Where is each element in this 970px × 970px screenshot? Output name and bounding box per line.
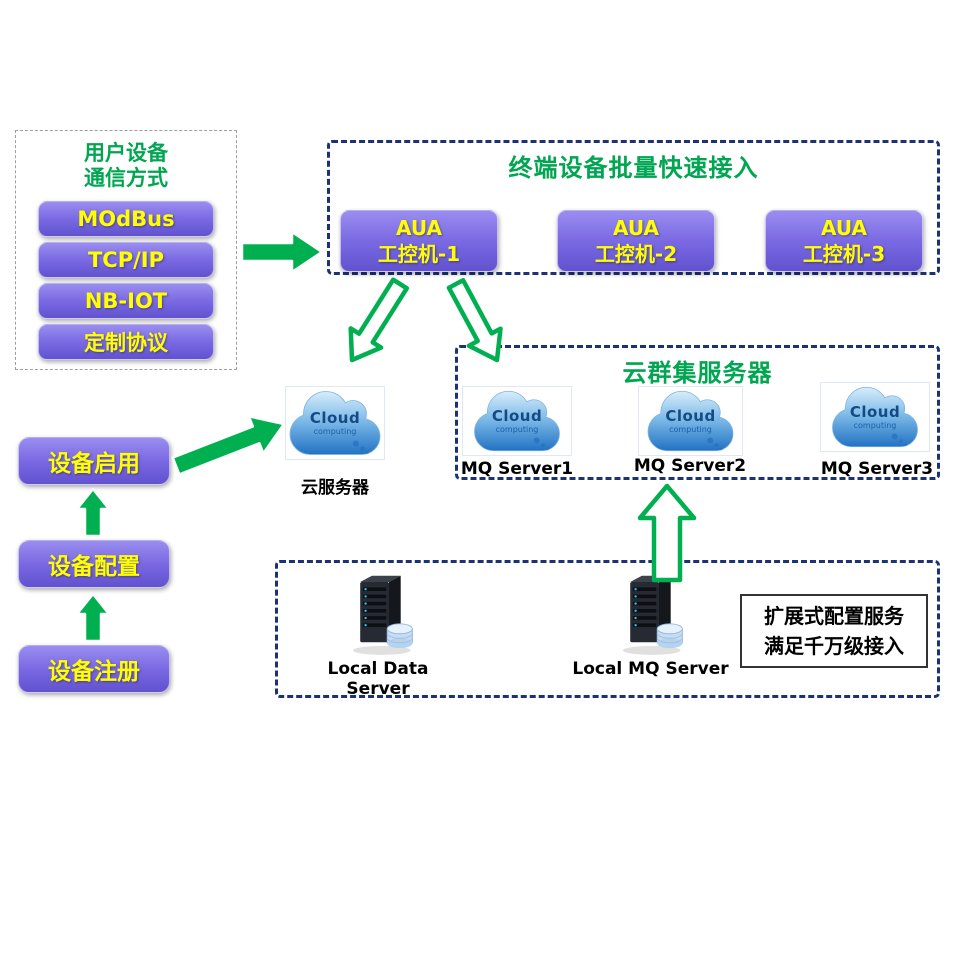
cloud-server-label: 云服务器 bbox=[301, 478, 369, 498]
scalability-note-line2: 满足千万级接入 bbox=[764, 634, 904, 658]
cloud-icon-subtitle: computing bbox=[853, 421, 897, 431]
cloud-icon-text: Cloud computing bbox=[821, 403, 929, 430]
database-cylinder-icon bbox=[386, 623, 413, 649]
comm-panel-title: 用户设备 通信方式 bbox=[84, 141, 168, 191]
cloud-icon-subtitle: computing bbox=[669, 425, 712, 435]
cloud-icon bbox=[832, 386, 918, 448]
aua-node-2-line2: 工控机-2 bbox=[594, 242, 678, 266]
device-register-node: 设备注册 bbox=[18, 645, 170, 693]
cloud-icon bbox=[647, 390, 734, 452]
local-panel bbox=[275, 560, 940, 698]
cloud-icon bbox=[289, 391, 381, 455]
aua-node-3-line2: 工控机-3 bbox=[802, 242, 886, 266]
cloud-icon-subtitle: computing bbox=[495, 425, 539, 435]
terminal-panel-title: 终端设备批量快速接入 bbox=[508, 154, 759, 182]
aua-node-1-line1: AUA bbox=[396, 216, 442, 240]
cloud-icon-title: Cloud bbox=[665, 407, 716, 426]
local-data-server-node bbox=[335, 572, 425, 664]
arrow-register-to-config bbox=[75, 592, 111, 643]
cloud-icon-text: Cloud computing bbox=[639, 407, 742, 434]
server-tower-icon bbox=[623, 575, 683, 655]
aua-node-3: AUA 工控机-3 bbox=[765, 210, 923, 272]
cloud-server-node: Cloud computing bbox=[285, 386, 385, 460]
comm-panel: 用户设备 通信方式 MOdBus TCP/IP NB-IOT 定制协议 bbox=[15, 130, 237, 370]
device-enable-node: 设备启用 bbox=[18, 437, 170, 485]
arrow-comm-to-terminal bbox=[240, 230, 324, 274]
server-tower-icon bbox=[353, 575, 413, 655]
mq-server-3-node: Cloud computing bbox=[820, 382, 930, 452]
aua-node-3-line1: AUA bbox=[821, 216, 867, 240]
aua-node-2-line1: AUA bbox=[613, 216, 659, 240]
terminal-panel: 终端设备批量快速接入 bbox=[327, 140, 940, 275]
cluster-panel-title: 云群集服务器 bbox=[622, 359, 773, 387]
comm-item-tcpip: TCP/IP bbox=[38, 242, 214, 279]
cluster-panel: 云群集服务器 bbox=[455, 345, 940, 480]
local-mq-server-label: Local MQ Server bbox=[572, 659, 729, 679]
local-mq-server-node bbox=[605, 572, 695, 664]
cloud-icon-text: Cloud computing bbox=[463, 407, 571, 434]
arrow-config-to-enable bbox=[75, 487, 111, 538]
cloud-icon-text: Cloud computing bbox=[286, 409, 384, 436]
arrow-enable-to-cloud-server bbox=[171, 415, 286, 476]
mq-server-2-node: Cloud computing bbox=[638, 386, 743, 456]
mq-server-2-label: MQ Server2 bbox=[633, 456, 747, 476]
comm-item-modbus: MOdBus bbox=[38, 201, 214, 238]
comm-item-nbiot: NB-IOT bbox=[38, 283, 214, 320]
scalability-note: 扩展式配置服务 满足千万级接入 bbox=[740, 594, 928, 668]
cloud-icon-title: Cloud bbox=[491, 407, 543, 426]
aua-node-1-line2: 工控机-1 bbox=[377, 242, 461, 266]
aua-node-1: AUA 工控机-1 bbox=[340, 210, 498, 272]
mq-server-3-label: MQ Server3 bbox=[820, 459, 934, 479]
mq-server-1-node: Cloud computing bbox=[462, 386, 572, 456]
local-data-server-label: Local Data Server bbox=[327, 659, 429, 699]
cloud-icon-subtitle: computing bbox=[313, 426, 357, 436]
aua-node-2: AUA 工控机-2 bbox=[557, 210, 715, 272]
comm-item-custom-protocol: 定制协议 bbox=[38, 324, 214, 361]
database-cylinder-icon bbox=[656, 623, 683, 649]
comm-panel-title-line2: 通信方式 bbox=[84, 166, 168, 191]
scalability-note-line1: 扩展式配置服务 bbox=[764, 604, 904, 628]
cloud-icon bbox=[474, 390, 560, 452]
cloud-icon-title: Cloud bbox=[309, 408, 361, 427]
device-config-node: 设备配置 bbox=[18, 540, 170, 588]
arrow-aua1-to-cloud-server bbox=[348, 277, 410, 363]
cloud-icon-title: Cloud bbox=[849, 403, 901, 422]
mq-server-1-label: MQ Server1 bbox=[460, 459, 574, 479]
comm-panel-title-line1: 用户设备 bbox=[84, 141, 168, 165]
